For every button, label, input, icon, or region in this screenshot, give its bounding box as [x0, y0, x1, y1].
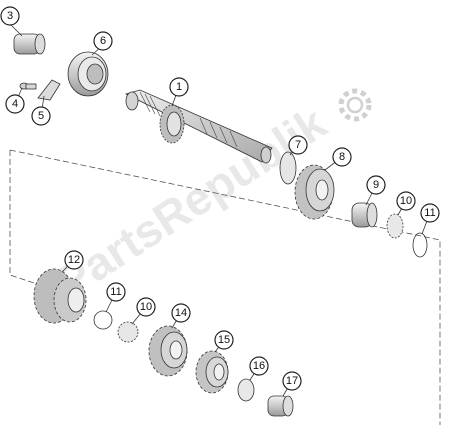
part-needle-bearing-9 [351, 202, 378, 228]
callout-16-label: 16 [253, 360, 265, 372]
part-gear-8 [294, 164, 335, 220]
callout-6[interactable]: 6 [93, 31, 113, 51]
part-needle-bearing-17 [267, 395, 294, 417]
part-circlip-11a [412, 232, 428, 258]
callout-1[interactable]: 1 [169, 77, 189, 97]
callout-3[interactable]: 3 [0, 6, 20, 26]
callout-10a[interactable]: 10 [396, 191, 416, 211]
part-washer-16 [237, 378, 255, 402]
part-gear-15 [195, 350, 229, 394]
assembly-outline [9, 149, 441, 425]
part-pin [19, 82, 37, 90]
part-main-shaft [124, 89, 273, 164]
shaft-splines [139, 91, 238, 148]
watermark-text: PartsRepublik [47, 96, 335, 308]
callout-6-label: 6 [100, 35, 106, 47]
callout-11b-label: 11 [110, 286, 121, 298]
callout-3-label: 3 [7, 10, 13, 22]
callout-16[interactable]: 16 [249, 356, 269, 376]
callout-9-label: 9 [373, 179, 379, 191]
callout-10b-label: 10 [140, 301, 152, 313]
callout-14[interactable]: 14 [171, 303, 191, 323]
callout-11b[interactable]: 11 [106, 282, 126, 302]
part-washer-10a [386, 213, 404, 239]
callout-10b[interactable]: 10 [136, 297, 156, 317]
callout-11a-label: 11 [424, 207, 435, 219]
callout-5-label: 5 [38, 110, 44, 122]
callout-17-label: 17 [286, 375, 298, 387]
callout-10a-label: 10 [400, 195, 412, 207]
callout-12-label: 12 [68, 254, 80, 266]
callout-15-label: 15 [218, 334, 230, 346]
callout-9[interactable]: 9 [366, 175, 386, 195]
part-washer-10b [117, 321, 139, 343]
part-gear-12 [33, 268, 87, 324]
part-gear-14 [148, 325, 188, 377]
callout-1-label: 1 [176, 81, 182, 93]
callout-8[interactable]: 8 [332, 147, 352, 167]
callout-4[interactable]: 4 [5, 94, 25, 114]
assembly-outline-left [9, 150, 41, 286]
watermark: PartsRepublik [47, 96, 335, 308]
callout-12[interactable]: 12 [64, 250, 84, 270]
callout-4-label: 4 [12, 98, 18, 110]
part-circlip-11b [93, 310, 113, 330]
part-washer-7 [279, 151, 297, 185]
callout-14-label: 14 [175, 307, 187, 319]
callout-8-label: 8 [339, 151, 345, 163]
callout-7-label: 7 [295, 139, 301, 151]
part-clip [37, 79, 61, 101]
callout-17[interactable]: 17 [282, 371, 302, 391]
callout-7[interactable]: 7 [288, 135, 308, 155]
gear-icon [338, 88, 372, 122]
part-bearing-sleeve [13, 33, 46, 55]
callout-11a[interactable]: 11 [420, 203, 440, 223]
callout-5[interactable]: 5 [31, 106, 51, 126]
callout-15[interactable]: 15 [214, 330, 234, 350]
part-ball-bearing [67, 51, 109, 97]
